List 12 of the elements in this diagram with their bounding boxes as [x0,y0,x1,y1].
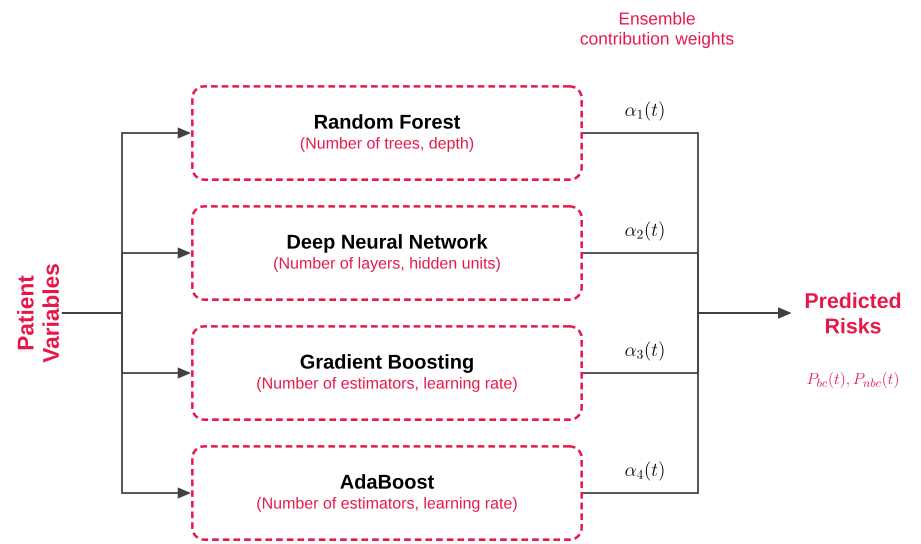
formula-label: $P_{bc}(t), P_{nbc}(t)$ [807,372,898,388]
model-box: Deep Neural Network (Number of layers, hidden units) [191,205,583,301]
output-label: Predicted Risks [806,292,900,334]
input-label: Patient Variables [17,264,59,363]
annotation: Ensemble contribution weights [580,12,734,48]
weight-label: $\alpha_2(t)$ [623,220,667,242]
weight-label: $\alpha_1(t)$ [623,100,667,122]
model-box: Random Forest (Number of trees, depth) [191,85,583,181]
weight-label: $\alpha_3(t)$ [623,340,667,362]
model-box: AdaBoost (Number of estimators, learning rate) [191,445,583,541]
weight-label: $\alpha_4(t)$ [623,460,667,482]
model-box: Gradient Boosting (Number of estimators, learning rate) [191,325,583,421]
